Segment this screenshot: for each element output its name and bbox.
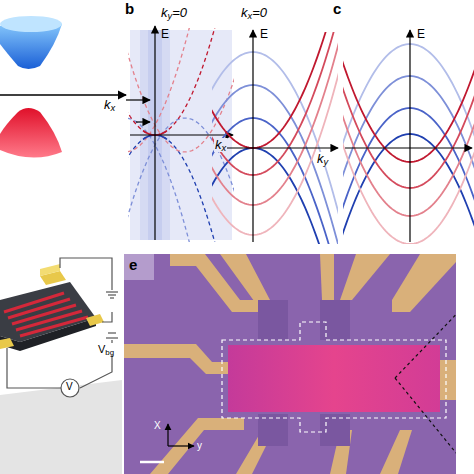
figure-shape bbox=[130, 30, 232, 240]
figure-shape bbox=[128, 118, 234, 242]
figure-shape bbox=[150, 418, 244, 474]
figure-shape bbox=[124, 344, 228, 374]
figure-shape bbox=[0, 94, 126, 95]
figure-shape bbox=[128, 135, 234, 242]
figure-shape bbox=[0, 338, 14, 349]
figure-shape bbox=[212, 32, 338, 148]
figure-shape bbox=[86, 314, 104, 326]
figure-shape bbox=[106, 337, 118, 338]
figure-shape bbox=[258, 414, 288, 446]
panel-letter: b bbox=[124, 1, 135, 18]
figure-shape bbox=[380, 430, 412, 474]
figure-shape bbox=[126, 99, 150, 100]
figure-shape bbox=[409, 30, 410, 242]
figure-shape bbox=[124, 254, 456, 474]
axis-label: kx bbox=[103, 98, 116, 112]
figure-shape bbox=[212, 148, 338, 244]
figure-shape bbox=[258, 300, 288, 340]
figure-shape bbox=[212, 49, 338, 235]
figure-shape bbox=[124, 254, 456, 474]
figure-shape bbox=[320, 414, 350, 446]
figure-shape bbox=[320, 254, 334, 300]
figure-shape bbox=[128, 28, 234, 242]
figure-shape bbox=[0, 16, 62, 32]
figure-shape bbox=[320, 300, 350, 340]
figure-shape bbox=[20, 317, 88, 336]
figure-shape bbox=[136, 121, 150, 122]
figure-shape bbox=[252, 30, 253, 242]
figure-shape bbox=[212, 32, 338, 244]
axis-label: kx bbox=[214, 138, 227, 152]
figure-shape bbox=[0, 380, 122, 474]
figure-shape bbox=[108, 294, 116, 295]
axis-label: E bbox=[259, 28, 269, 41]
figure-shape bbox=[60, 258, 112, 290]
figure-shape bbox=[0, 250, 122, 474]
axis-label: X bbox=[153, 420, 162, 431]
figure-shape bbox=[130, 134, 233, 135]
figure-shape bbox=[456, 254, 474, 474]
figure-shape bbox=[108, 332, 116, 333]
figure-shape bbox=[106, 291, 118, 292]
axis-label: ky bbox=[316, 152, 329, 166]
figure-shape bbox=[128, 28, 234, 152]
figure-shape bbox=[0, 108, 62, 158]
figure-shape bbox=[212, 32, 338, 175]
meter-symbol: V bbox=[65, 381, 74, 392]
figure-shape bbox=[7, 348, 61, 388]
figure-shape bbox=[456, 300, 470, 301]
panel-letter: e bbox=[128, 257, 138, 274]
figure-shape bbox=[0, 282, 96, 342]
figure-shape bbox=[128, 118, 234, 242]
figure-shape bbox=[40, 264, 60, 276]
figure-shape bbox=[345, 147, 472, 148]
axis-label: E bbox=[160, 28, 170, 41]
figure-shape bbox=[228, 345, 440, 412]
figure-shape bbox=[110, 297, 114, 298]
figure-shape bbox=[214, 147, 338, 148]
figure-shape bbox=[343, 44, 474, 152]
figure-shape bbox=[392, 254, 456, 312]
figure-shape bbox=[212, 32, 338, 205]
figure-shape bbox=[343, 44, 474, 244]
axis-label: E bbox=[416, 28, 426, 41]
axis-label: ky=0 bbox=[160, 6, 188, 20]
figure-shape bbox=[4, 293, 88, 336]
figure-shape bbox=[222, 322, 446, 432]
figure-shape bbox=[167, 424, 168, 446]
figure-shape bbox=[340, 254, 390, 300]
figure-shape bbox=[154, 26, 155, 240]
figure-shape bbox=[168, 445, 194, 446]
figure-shape bbox=[102, 312, 112, 322]
voltage-label: Vbg bbox=[97, 343, 115, 355]
axis-label: kx=0 bbox=[240, 6, 268, 20]
figure-shape bbox=[124, 254, 154, 280]
axis-label: y bbox=[196, 440, 203, 451]
figure-shape bbox=[61, 379, 79, 397]
figure-shape bbox=[440, 360, 456, 400]
figure-shape bbox=[343, 136, 474, 244]
panel-letter: c bbox=[332, 1, 342, 18]
figure-shape bbox=[140, 461, 164, 464]
figure-shape bbox=[128, 28, 234, 152]
